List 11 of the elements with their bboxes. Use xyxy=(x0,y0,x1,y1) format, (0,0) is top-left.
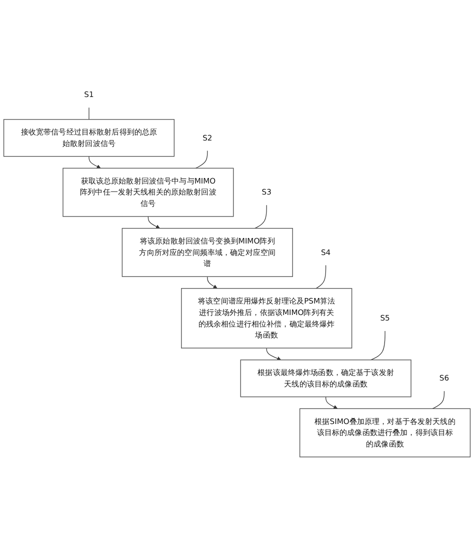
connector xyxy=(370,330,386,360)
connector xyxy=(88,107,90,120)
connector xyxy=(432,390,445,409)
arrow xyxy=(326,396,338,409)
arrow xyxy=(266,348,282,360)
arrow xyxy=(207,276,218,289)
connector xyxy=(316,264,326,289)
arrow xyxy=(148,216,160,228)
connector xyxy=(195,150,208,169)
arrow xyxy=(88,156,101,168)
connector xyxy=(254,204,267,229)
